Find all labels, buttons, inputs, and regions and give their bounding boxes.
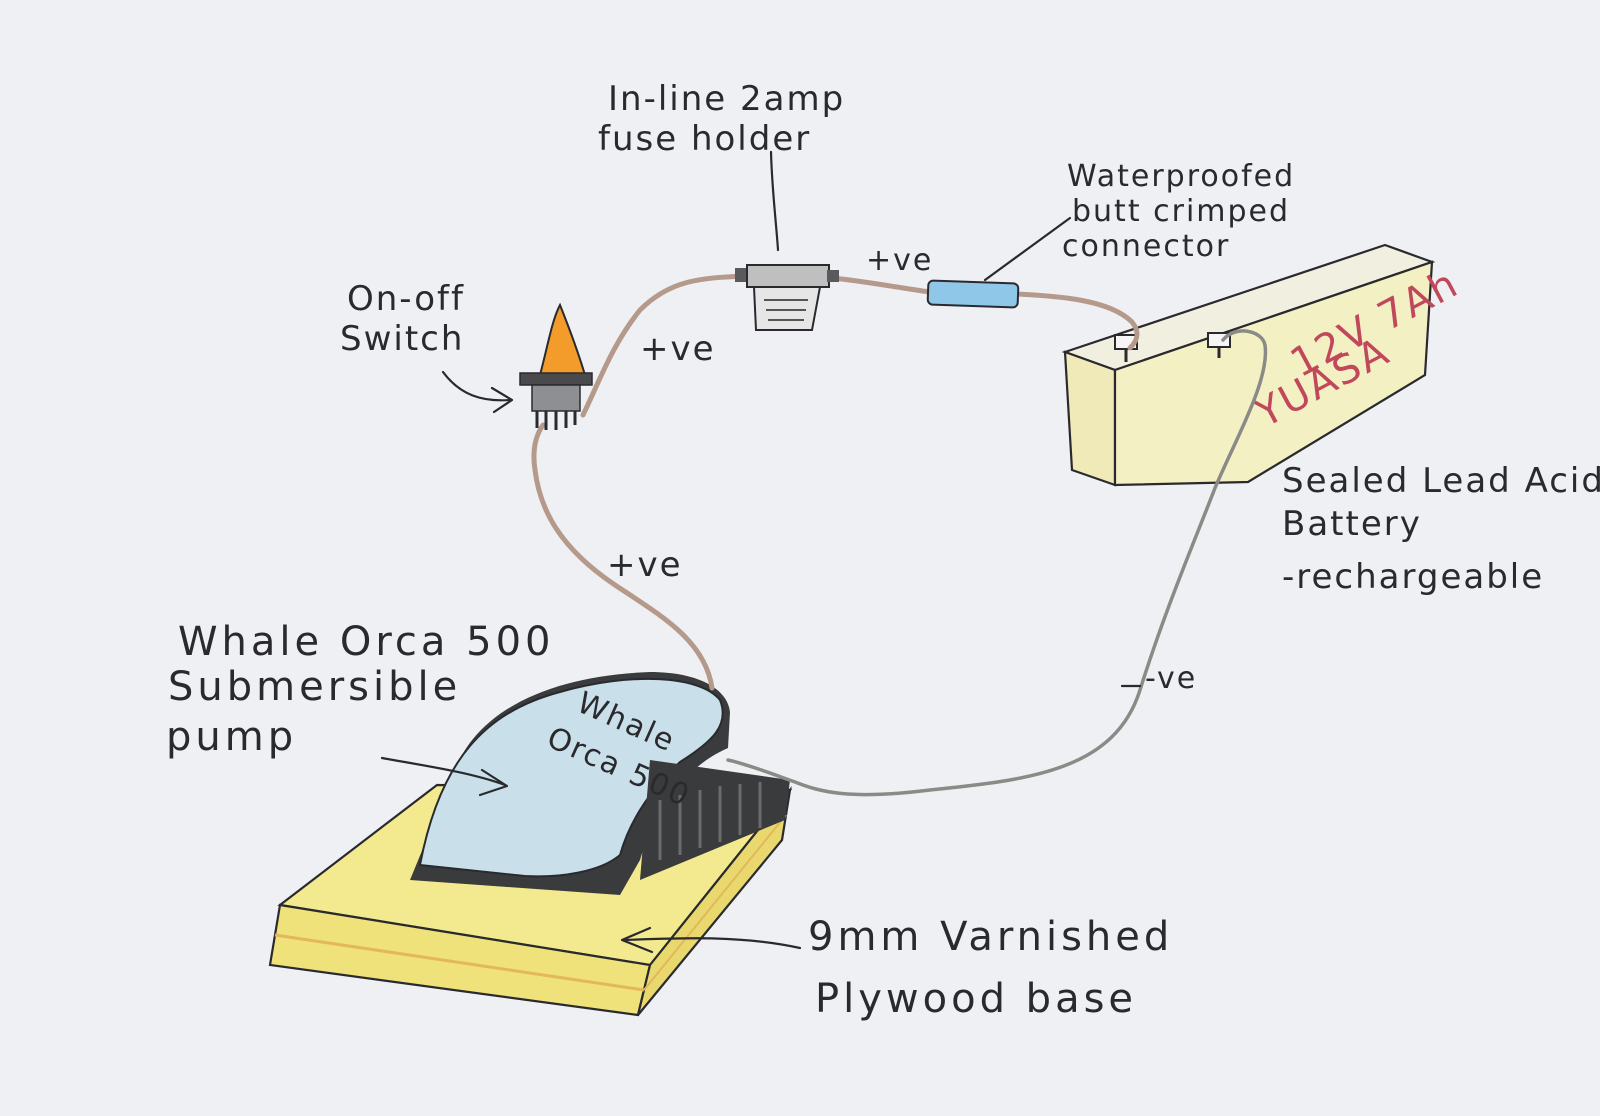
positive-label-fuse: +ve	[866, 243, 933, 278]
battery-label-3: -rechargeable	[1282, 557, 1544, 597]
butt-connector	[926, 279, 1020, 309]
battery-label-1: Sealed Lead Acid	[1282, 461, 1600, 501]
fuse-holder	[735, 264, 839, 331]
fuse-label-2: fuse holder	[598, 119, 811, 159]
wires	[531, 273, 1268, 797]
fuse-label-1: In-line 2amp	[608, 79, 845, 119]
switch-pointer-arrow	[441, 370, 514, 414]
connector-label-2: butt crimped	[1072, 194, 1290, 229]
wire-positive-pump-to-switch	[531, 422, 715, 691]
switch-label-1: On-off	[347, 279, 465, 319]
base-pointer-arrow	[620, 926, 802, 954]
pump-label-1: Whale Orca 500	[178, 619, 554, 665]
base-label-1: 9mm Varnished	[808, 914, 1173, 960]
battery: 12V 7Ah YUASA	[1061, 243, 1466, 487]
pointer-lines	[380, 150, 1142, 954]
base-label-2: Plywood base	[815, 976, 1137, 1022]
fuse-pointer-line	[769, 150, 780, 252]
pump-label-3: pump	[166, 714, 297, 760]
wire-positive-switch-to-fuse	[580, 273, 748, 418]
connector-label-3: connector	[1062, 229, 1230, 264]
connector-label-1: Waterproofed	[1067, 159, 1295, 194]
battery-label-2: Battery	[1282, 504, 1422, 544]
pump-pointer-arrow	[380, 756, 509, 797]
pump: Whale Orca 500	[410, 672, 790, 895]
switch-label-2: Switch	[340, 319, 464, 359]
positive-label-pump: +ve	[607, 545, 683, 585]
on-off-switch	[519, 302, 593, 430]
wire-positive-fuse-to-connector	[830, 275, 933, 295]
wire-positive-connector-to-battery	[1013, 291, 1140, 351]
wire-negative-battery-to-pump	[726, 329, 1268, 797]
negative-label: -ve	[1145, 661, 1197, 696]
connector-pointer-line	[983, 216, 1072, 282]
pump-label-2: Submersible	[168, 664, 461, 710]
positive-label-switch: +ve	[640, 329, 716, 369]
